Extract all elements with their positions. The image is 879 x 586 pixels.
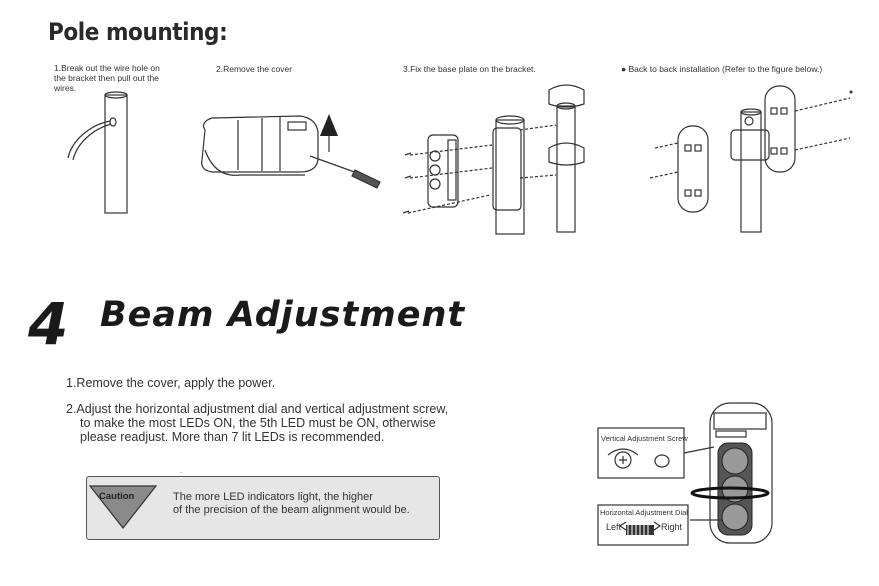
step-1-caption: 1.Break out the wire hole on the bracket… — [54, 63, 160, 93]
dot-mark: . — [180, 466, 183, 475]
back-to-back-figure — [649, 85, 853, 233]
horizontal-adjustment-label: Horizontal Adjustment Dial — [600, 508, 688, 517]
caution-text: The more LED indicators light, the highe… — [173, 491, 410, 516]
adjustment-diagram — [597, 402, 773, 546]
pole-mounting-illustrations — [67, 84, 853, 235]
base-plate-figure — [402, 84, 585, 235]
instruction-2: 2.Adjust the horizontal adjustment dial … — [66, 402, 449, 444]
vertical-adjustment-label: Vertical Adjustment Screw — [601, 434, 688, 443]
pole-mounting-title: Pole mounting: — [48, 18, 228, 46]
left-label: Left — [606, 522, 622, 532]
bullet-icon: ● — [621, 64, 629, 74]
caution-triangle-icon — [88, 485, 158, 529]
step-4-caption: ● Back to back installation (Refer to th… — [621, 64, 823, 74]
caution-label: Caution — [99, 491, 135, 502]
section-number: 4 — [28, 290, 69, 358]
pole-wire-figure — [67, 91, 128, 214]
step-3-caption: 3.Fix the base plate on the bracket. — [403, 64, 536, 74]
step-2-caption: 2.Remove the cover — [216, 64, 293, 74]
cover-removal-figure — [201, 114, 381, 189]
right-label: Right — [661, 522, 683, 532]
section-title: Beam Adjustment — [100, 295, 466, 335]
instruction-1: 1.Remove the cover, apply the power. — [66, 376, 276, 390]
